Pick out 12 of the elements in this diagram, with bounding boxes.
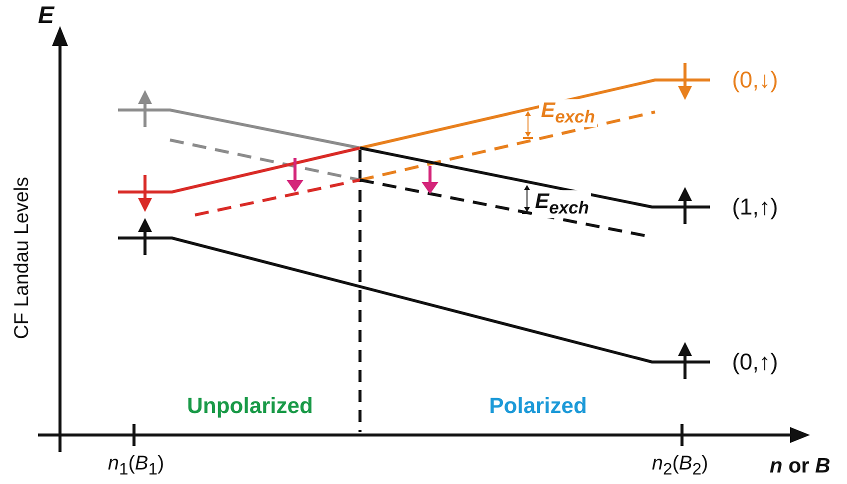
level-label: (0,↓) bbox=[732, 68, 778, 92]
axis-title: n or B bbox=[770, 456, 830, 476]
region-label: Polarized bbox=[489, 395, 587, 417]
region-label: Unpolarized bbox=[187, 395, 313, 417]
level-label: (0,↑) bbox=[732, 350, 778, 374]
axis-title: CF Landau Levels bbox=[12, 176, 32, 340]
level-label: (1,↑) bbox=[732, 196, 778, 218]
tick-label: n$_{2}$(B$_{2}$) bbox=[652, 454, 708, 478]
energy-gap-label: E$_{exch}$ bbox=[533, 190, 591, 218]
axis-title: E bbox=[38, 4, 54, 28]
tick-label: n$_{1}$(B$_{1}$) bbox=[108, 454, 164, 478]
energy-gap-label: E$_{exch}$ bbox=[539, 99, 597, 127]
